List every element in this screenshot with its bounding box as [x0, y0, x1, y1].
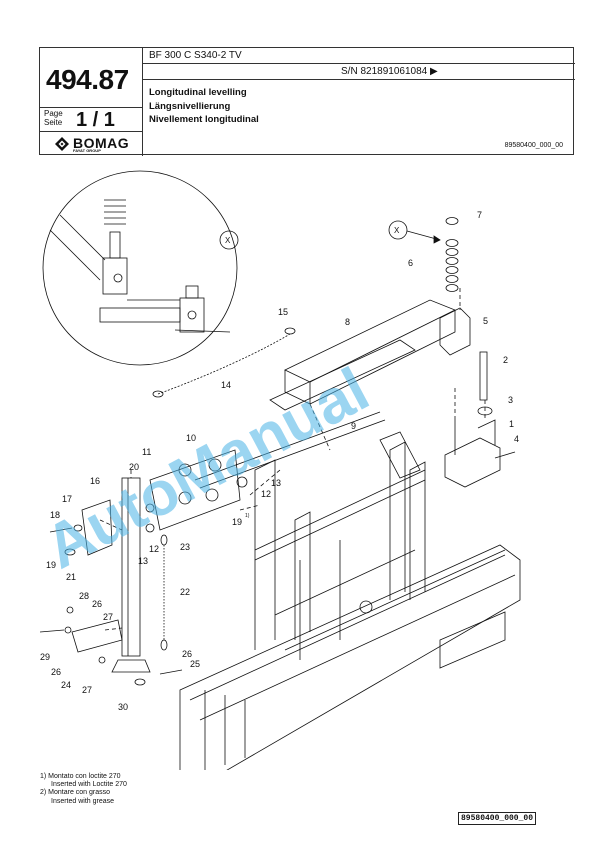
- callout-2: 2: [503, 355, 508, 365]
- callout-15: 15: [278, 307, 288, 317]
- callout-12a: 12: [261, 489, 271, 499]
- callout-25: 25: [190, 659, 200, 669]
- mounting-plate: [81, 499, 113, 556]
- callout-7: 7: [477, 210, 482, 220]
- model-cell: BF 300 C S340-2 TV: [143, 48, 575, 64]
- callout-21: 21: [66, 572, 76, 582]
- washer-stack: [445, 217, 459, 292]
- callout-29: 29: [40, 652, 50, 662]
- watermark-text: AutoManual: [34, 355, 380, 582]
- exploded-parts-diagram: X X 1 2 3 4 5 6 7 8 9 10 11 12 13 14 15 …: [34, 170, 521, 770]
- callout-17: 17: [62, 494, 72, 504]
- title-block: 494.87 Page Seite 1 / 1 BOMAG FAYAT GROU…: [39, 47, 575, 156]
- logo-subtext: FAYAT GROUP: [73, 148, 101, 153]
- logo-text: BOMAG: [73, 135, 130, 151]
- callout-14: 14: [221, 380, 231, 390]
- title-group: Longitudinal levelling Längsnivellierung…: [149, 86, 259, 127]
- callout-30: 30: [118, 702, 128, 712]
- callout-8: 8: [345, 317, 350, 327]
- callout-5: 5: [483, 316, 488, 326]
- screed-frame: [179, 431, 521, 770]
- view-marker-circle: [388, 220, 408, 240]
- roller-bracket: [145, 449, 248, 533]
- pipe-clamp: [71, 619, 123, 653]
- footnotes: 1) Montato con loctite 270 Inserted with…: [40, 773, 127, 806]
- callout-27b: 27: [82, 685, 92, 695]
- callout-19a: 19: [46, 560, 56, 570]
- assembly-leader-lines: [99, 288, 486, 631]
- callout-20: 20: [129, 462, 139, 472]
- callout-6: 6: [408, 258, 413, 268]
- seite-label: Seite: [44, 118, 63, 127]
- detail-label: X: [225, 236, 231, 245]
- superscript-note-1: 1): [245, 513, 250, 519]
- callout-9: 9: [351, 421, 356, 431]
- callout-4: 4: [514, 434, 519, 444]
- callout-3: 3: [508, 395, 513, 405]
- callout-18: 18: [50, 510, 60, 520]
- detail-view-circle: [42, 170, 238, 366]
- callout-11: 11: [142, 447, 151, 457]
- drawing-reference-box: 89580400_000_00: [458, 812, 537, 825]
- note-2-italian: 2) Montare con grasso: [40, 789, 111, 797]
- serial-cell: S/N 821891061084 ▶: [143, 64, 575, 80]
- part-number: 494.87: [46, 64, 129, 95]
- callout-16: 16: [90, 476, 100, 486]
- callout-22: 22: [180, 587, 190, 597]
- bracket-assembly: [444, 351, 516, 488]
- callout-19b: 19: [232, 517, 242, 527]
- note-1-italian: 1) Montato con loctite 270: [40, 773, 121, 780]
- callout-28: 28: [79, 591, 89, 601]
- callout-labels: X X 1 2 3 4 5 6 7 8 9 10 11 12 13 14 15 …: [40, 210, 519, 712]
- detail-view-drawing: [49, 199, 231, 333]
- callout-24: 24: [61, 680, 71, 690]
- model-name: BF 300 C S340-2 TV: [149, 50, 242, 61]
- callout-10: 10: [186, 433, 196, 443]
- title-german: Längsnivellierung: [149, 100, 231, 112]
- callout-23: 23: [180, 542, 190, 552]
- note-2-english: Inserted with grease: [51, 797, 115, 805]
- page-label: Page: [44, 109, 63, 118]
- cable: [157, 333, 291, 395]
- part-number-cell: 494.87: [40, 48, 143, 108]
- callout-26c: 26: [51, 667, 61, 677]
- view-marker-label: X: [394, 226, 400, 235]
- bomag-logo-icon: [55, 137, 69, 151]
- page-number: 1 / 1: [76, 109, 115, 131]
- detail-label-circle: [219, 230, 239, 250]
- callout-26a: 26: [92, 599, 102, 609]
- title-french: Nivellement longitudinal: [149, 114, 259, 125]
- title-english: Longitudinal levelling: [149, 87, 247, 98]
- callout-26b: 26: [182, 649, 192, 659]
- callout-12b: 12: [149, 544, 159, 554]
- callout-13b: 13: [138, 556, 148, 566]
- note-1-english: Inserted with Loctite 270: [51, 781, 127, 789]
- callout-13a: 13: [271, 478, 281, 488]
- levelling-rail: [269, 299, 471, 411]
- page-cell: Page Seite 1 / 1: [40, 108, 143, 132]
- serial-number: S/N 821891061084 ▶: [341, 66, 438, 77]
- document-reference: 89580400_000_00: [504, 142, 563, 149]
- callout-27a: 27: [103, 612, 113, 622]
- logo-cell: BOMAG FAYAT GROUP: [40, 132, 143, 156]
- callout-1: 1: [509, 419, 514, 429]
